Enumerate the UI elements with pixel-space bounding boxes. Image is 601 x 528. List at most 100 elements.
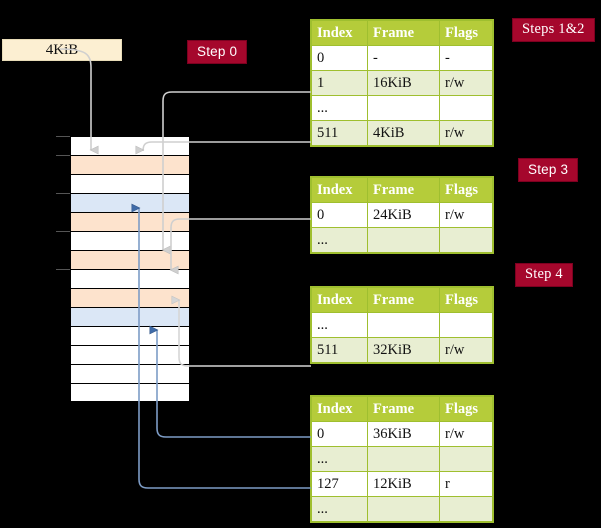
memory-frame-row — [70, 231, 190, 250]
table-row: ... — [311, 496, 493, 522]
memory-frame-tick — [56, 231, 70, 232]
badge-step-3: Step 3 — [519, 159, 578, 181]
column-header-index: Index — [311, 177, 368, 203]
memory-frame-row — [70, 364, 190, 383]
cell-index: 127 — [311, 471, 368, 497]
cell-flags: r/w — [439, 421, 493, 447]
memory-frame-tick — [56, 193, 70, 194]
cell-index: ... — [311, 95, 368, 121]
wire-4kib-to-memory — [59, 48, 91, 150]
cell-flags — [439, 312, 493, 338]
cell-flags: r/w — [439, 337, 493, 363]
cell-frame: 36KiB — [367, 421, 440, 447]
wire-table2-row0-to-memory — [171, 218, 311, 270]
cell-index: ... — [311, 312, 368, 338]
cell-frame: 4KiB — [367, 120, 440, 146]
memory-frame-row — [70, 288, 190, 307]
cell-flags — [439, 446, 493, 472]
column-header-index: Index — [311, 287, 368, 313]
column-header-flags: Flags — [439, 20, 493, 46]
cell-index: ... — [311, 227, 368, 253]
memory-frame-row — [70, 212, 190, 231]
cell-frame: 24KiB — [367, 202, 440, 228]
column-header-frame: Frame — [367, 20, 440, 46]
cell-index: ... — [311, 496, 368, 522]
table-row: ... — [311, 227, 493, 253]
memory-frame-tick — [56, 155, 70, 156]
memory-frame-row — [70, 383, 190, 402]
memory-frame-tick — [56, 269, 70, 270]
cell-index: ... — [311, 446, 368, 472]
memory-frame-row — [70, 307, 190, 326]
memory-frame-row — [70, 326, 190, 345]
cell-index: 0 — [311, 421, 368, 447]
memory-frame-tick — [56, 136, 70, 137]
column-header-frame: Frame — [367, 396, 440, 422]
badge-step-0-label: Step 0 — [197, 44, 238, 59]
cell-frame — [367, 446, 440, 472]
column-header-index: Index — [311, 20, 368, 46]
cell-flags: r — [439, 471, 493, 497]
column-header-flags: Flags — [439, 177, 493, 203]
cell-frame — [367, 95, 440, 121]
memory-frame-row — [70, 193, 190, 212]
memory-frame-row — [70, 269, 190, 288]
table-header-row: Index Frame Flags — [311, 287, 493, 313]
cell-frame — [367, 227, 440, 253]
memory-frame-row — [70, 345, 190, 364]
cell-flags: r/w — [439, 120, 493, 146]
memory-label-4kib-text: 4KiB — [45, 42, 79, 58]
cell-flags — [439, 496, 493, 522]
column-header-index: Index — [311, 396, 368, 422]
table-header-row: Index Frame Flags — [311, 20, 493, 46]
badge-step-3-label: Step 3 — [528, 162, 569, 177]
badge-step-0: Step 0 — [188, 41, 247, 63]
memory-frame-row — [70, 155, 190, 174]
cell-flags — [439, 95, 493, 121]
cell-frame — [367, 312, 440, 338]
badge-step-4: Step 4 — [516, 264, 572, 286]
cell-index: 511 — [311, 337, 368, 363]
cell-index: 511 — [311, 120, 368, 146]
column-header-flags: Flags — [439, 396, 493, 422]
cell-index: 0 — [311, 202, 368, 228]
memory-label-4kib: 4KiB — [2, 39, 122, 61]
table-row: ... — [311, 95, 493, 121]
column-header-frame: Frame — [367, 177, 440, 203]
cell-flags — [439, 227, 493, 253]
memory-frame-row — [70, 136, 190, 155]
cell-index: 1 — [311, 70, 368, 96]
physical-memory-column — [56, 136, 190, 416]
cell-frame: 12KiB — [367, 471, 440, 497]
badge-steps-1-2: Steps 1&2 — [513, 19, 594, 41]
table-row: ... — [311, 446, 493, 472]
cell-frame: 32KiB — [367, 337, 440, 363]
badge-steps-1-2-label: Steps 1&2 — [522, 21, 585, 37]
memory-frame-row — [70, 174, 190, 193]
memory-frame-row — [70, 250, 190, 269]
cell-frame: - — [367, 45, 440, 71]
table-row: ... — [311, 312, 493, 338]
cell-flags: r/w — [439, 70, 493, 96]
cell-flags: r/w — [439, 202, 493, 228]
cell-frame: 16KiB — [367, 70, 440, 96]
table-header-row: Index Frame Flags — [311, 396, 493, 422]
column-header-frame: Frame — [367, 287, 440, 313]
table-row: 0-- — [311, 45, 493, 71]
badge-step-4-label: Step 4 — [525, 266, 563, 282]
